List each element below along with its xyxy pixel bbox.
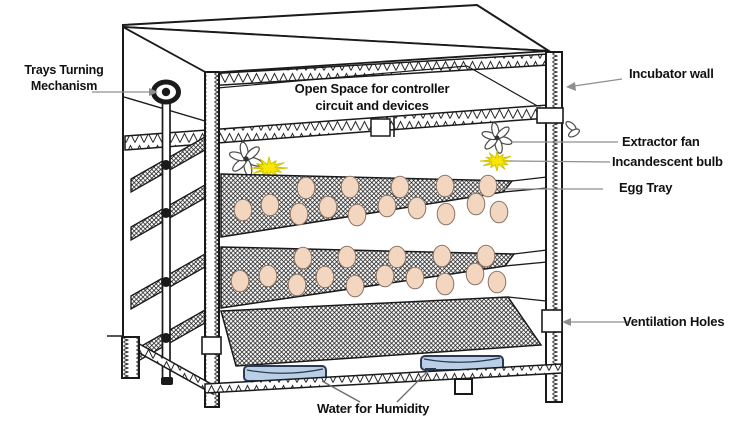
water-rim — [423, 357, 501, 363]
arrowhead-right-icon — [149, 88, 158, 96]
egg — [489, 200, 509, 224]
tray-pivot — [161, 277, 171, 287]
ventilation-hole-right — [541, 309, 563, 333]
label-line: circuit and devices — [315, 97, 429, 113]
ventilation-hole-left — [201, 336, 222, 355]
egg — [318, 195, 338, 219]
label-ventilation-holes: Ventilation Holes — [623, 314, 725, 329]
label-incubator-wall: Incubator wall — [629, 66, 714, 81]
tray-pivot — [161, 333, 171, 343]
incandescent-bulb-right — [479, 150, 514, 172]
incubator-lid — [122, 3, 553, 74]
fan-hub — [243, 156, 249, 162]
leader-lines — [92, 78, 628, 403]
tray-pivot — [161, 160, 171, 170]
label-line: Mechanism — [30, 79, 98, 94]
label-trays-turning-mechanism: Trays Turning Mechanism — [8, 62, 120, 95]
tray-tilt-bar — [130, 304, 213, 367]
water-rim — [246, 368, 324, 374]
label-extractor-fan: Extractor fan — [622, 134, 700, 149]
egg — [347, 203, 367, 227]
extractor-fan — [481, 122, 513, 154]
egg — [345, 274, 365, 298]
label-line: Trays Turning — [24, 63, 104, 77]
fan-hub — [494, 135, 500, 141]
arrowhead-left-icon — [562, 318, 571, 326]
egg — [407, 196, 427, 220]
leader-incubator-wall — [573, 78, 623, 87]
label-incandescent-bulb: Incandescent bulb — [612, 154, 723, 169]
egg — [478, 174, 498, 198]
egg — [377, 194, 397, 218]
rod-bracket — [161, 377, 173, 385]
egg — [287, 273, 307, 297]
tray-tilt-bar — [130, 248, 213, 311]
lid-front-face — [122, 26, 550, 74]
egg — [487, 270, 507, 294]
egg — [432, 244, 452, 268]
controller-sensor-box — [370, 118, 391, 137]
leg-left — [121, 336, 140, 379]
label-egg-tray: Egg Tray — [619, 180, 673, 195]
water-tray-right — [420, 355, 504, 373]
egg — [315, 265, 335, 289]
open-space-corner-line — [466, 65, 549, 113]
leader-water-right — [396, 370, 429, 403]
eggs-tray-2 — [230, 244, 507, 298]
label-line: Open Space for controller — [294, 81, 450, 96]
foot-center — [454, 378, 473, 395]
egg-tray-3 — [220, 296, 543, 367]
egg — [293, 246, 313, 270]
egg — [390, 175, 410, 199]
leader-incandescent-bulb — [509, 160, 611, 163]
egg — [435, 272, 455, 296]
arrowhead-left-icon — [566, 82, 576, 91]
egg — [436, 202, 456, 226]
egg — [296, 176, 316, 200]
egg — [337, 245, 357, 269]
egg — [375, 264, 395, 288]
egg — [230, 269, 250, 293]
label-open-space: Open Space for controller circuit and de… — [270, 81, 474, 115]
egg — [466, 192, 486, 216]
egg — [387, 245, 407, 269]
trays-turning-mechanism — [130, 79, 213, 385]
egg — [476, 244, 496, 268]
incubator-wall-right — [545, 51, 563, 403]
egg — [289, 202, 309, 226]
tray-supports — [502, 176, 548, 302]
egg — [340, 175, 360, 199]
base-rail-left — [133, 339, 214, 396]
egg — [405, 266, 425, 290]
leader-water-left — [321, 380, 361, 403]
egg — [465, 262, 485, 286]
egg — [435, 174, 455, 198]
egg — [260, 193, 280, 217]
tray-tilt-bar — [130, 179, 213, 242]
fan-blade-outside — [567, 128, 581, 138]
tray-foot-tab — [425, 368, 436, 373]
open-space-back-line — [205, 65, 468, 90]
tray-pivot — [161, 208, 171, 218]
bulb-starburst-icon — [479, 150, 514, 172]
egg — [258, 264, 278, 288]
eggs-tray-1 — [233, 174, 509, 227]
base-rail-front — [204, 363, 563, 394]
fan-mount — [536, 107, 564, 124]
pulley-axle — [161, 87, 171, 97]
egg — [233, 198, 253, 222]
left-wall — [204, 71, 220, 408]
label-water-for-humidity: Water for Humidity — [317, 401, 430, 416]
